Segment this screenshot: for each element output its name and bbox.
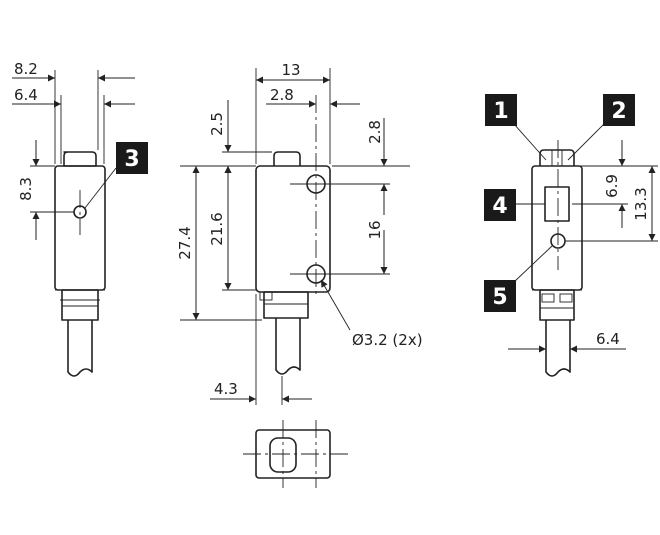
side-view: 8.2 6.4 8.3 3 [12,60,148,377]
dim-8-2: 8.2 [14,60,38,78]
dim-6-4-left: 6.4 [14,86,38,104]
dim-21-6: 21.6 [208,212,226,245]
dim-2-8-top: 2.8 [270,86,294,104]
svg-text:2: 2 [611,99,626,124]
dim-4-3: 4.3 [214,380,238,398]
dim-6-9: 6.9 [603,174,621,198]
dim-27-4: 27.4 [176,226,194,259]
indicator-window [544,186,570,222]
svg-text:4: 4 [492,194,507,219]
front-view: 13 2.8 2.5 27.4 21.6 2.8 16 Ø3.2 (2x) 4.… [176,61,423,405]
callout-1: 1 [485,94,517,126]
dim-16: 16 [366,220,384,239]
dim-13-3: 13.3 [632,187,650,220]
callout-2: 2 [603,94,635,126]
dim-2-8-right: 2.8 [366,120,384,144]
svg-text:5: 5 [492,285,507,310]
dim-8-3: 8.3 [17,177,35,201]
rear-view: 6.9 13.3 6.4 1 2 4 5 [484,94,658,377]
dim-6-4-right: 6.4 [596,330,620,348]
bottom-view [243,420,348,488]
dim-13: 13 [281,61,300,79]
dim-2-5: 2.5 [208,112,226,136]
svg-text:1: 1 [493,99,508,124]
callout-3: 3 [116,142,148,174]
dim-hole: Ø3.2 (2x) [352,331,423,349]
callout-4: 4 [484,189,516,221]
callout-5: 5 [484,280,516,312]
svg-text:3: 3 [124,147,139,172]
